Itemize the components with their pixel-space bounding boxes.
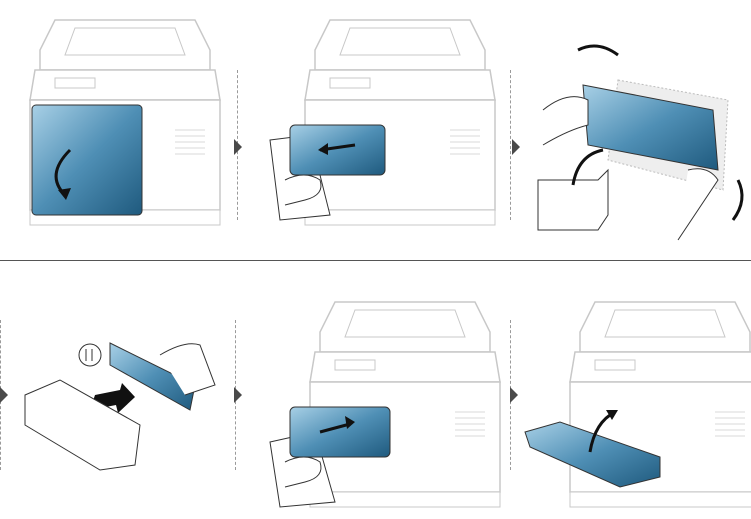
printer-illustration xyxy=(269,301,501,508)
cartridge-shake-illustration xyxy=(537,44,744,241)
step-4-remove-cover xyxy=(20,335,230,485)
front-cover xyxy=(31,104,143,216)
recycle-icon xyxy=(78,343,102,367)
printer-illustration xyxy=(269,19,496,226)
next-step-arrow-icon xyxy=(510,387,518,403)
hand-icon xyxy=(677,168,719,241)
rotate-arrow-icon xyxy=(731,179,744,221)
toner-cartridge xyxy=(289,406,391,458)
step-1-open-front-cover xyxy=(20,10,230,240)
printer-illustration xyxy=(524,301,751,508)
row-divider xyxy=(0,260,751,261)
hand-icon xyxy=(542,96,589,146)
next-step-arrow-icon xyxy=(234,139,242,155)
printer-illustration xyxy=(29,19,221,226)
step-3-shake-cartridge xyxy=(528,44,751,241)
step-5-insert-cartridge xyxy=(265,272,501,512)
protective-cover xyxy=(109,342,196,411)
rotate-arrow-icon xyxy=(577,44,619,57)
hand-icon xyxy=(284,174,322,206)
hand-icon xyxy=(284,456,322,488)
cartridge-cover-illustration xyxy=(24,342,216,471)
push-arrow-icon xyxy=(319,422,351,434)
next-step-arrow-icon xyxy=(512,139,520,155)
toner-cartridge xyxy=(289,124,386,176)
step-2-pull-out-cartridge xyxy=(260,10,500,240)
next-step-arrow-icon xyxy=(234,387,242,403)
hand-icon xyxy=(159,343,216,396)
step-separator xyxy=(510,70,511,220)
step-6-close-cover xyxy=(520,272,751,512)
next-step-arrow-icon xyxy=(0,387,8,403)
toner-cartridge xyxy=(24,379,141,471)
box-icon xyxy=(537,168,609,231)
front-cover xyxy=(524,421,661,488)
